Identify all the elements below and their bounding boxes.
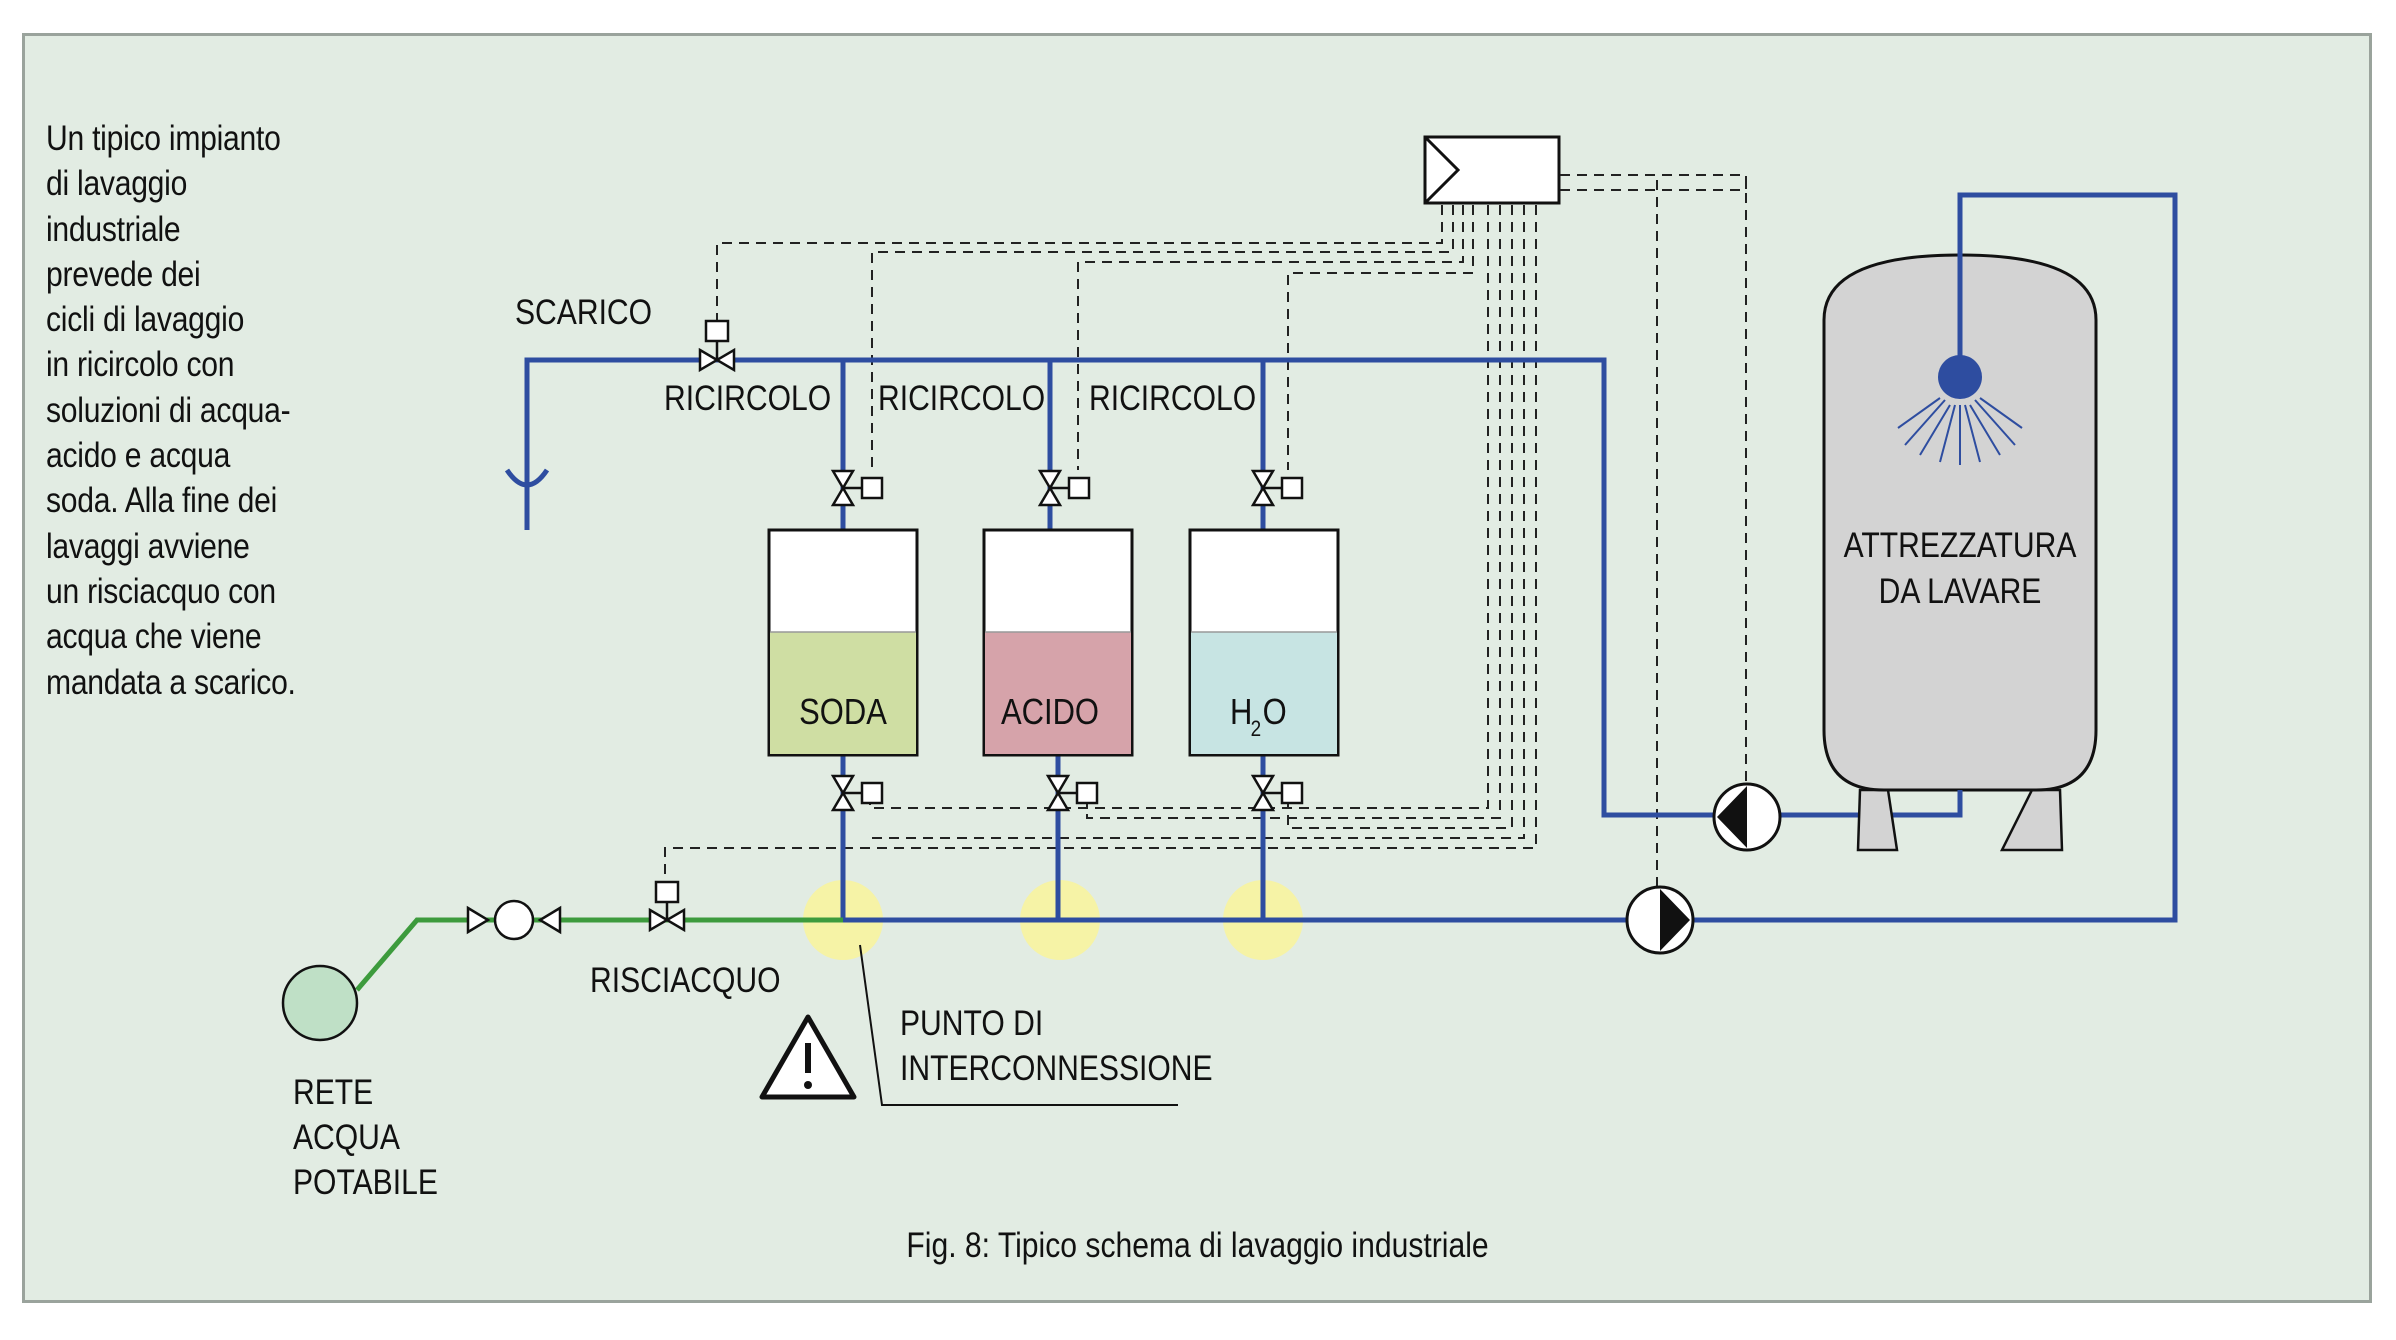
tank-acido	[982, 528, 1134, 757]
description-line: di lavaggio	[46, 164, 188, 204]
soda-top-valve-icon	[830, 469, 884, 507]
soda-bottom-valve-icon	[830, 774, 884, 812]
figure-caption: Fig. 8: Tipico schema di lavaggio indust…	[0, 1226, 2396, 1266]
risciacquo-valve-icon	[648, 880, 686, 933]
h2o-bottom-valve-icon	[1250, 774, 1304, 812]
rete-label-line2: ACQUA	[293, 1117, 400, 1157]
main-pump-icon	[1625, 885, 1695, 955]
description-line: mandata a scarico.	[46, 662, 296, 702]
interconnection-leader-line	[859, 944, 1178, 1106]
description-line: in ricircolo con	[46, 345, 235, 385]
water-supply-icon	[281, 964, 359, 1042]
description-line: acido e acqua	[46, 436, 231, 476]
punto-label-line1: PUNTO DI	[900, 1003, 1043, 1043]
equipment-vessel	[1822, 195, 2098, 852]
ricircolo-label-1: RICIRCOLO	[664, 378, 831, 418]
warning-icon	[759, 1014, 857, 1100]
tank-label-h2o-subscript: 2	[1251, 717, 1262, 742]
attrezzatura-label-line2: DA LAVARE	[1879, 571, 2042, 611]
flow-meter-icon	[466, 899, 562, 941]
ricircolo-label-2: RICIRCOLO	[878, 378, 1045, 418]
valve-icons	[648, 319, 1304, 933]
spray-nozzle-icon	[1897, 355, 2023, 465]
tank-h2o	[1188, 528, 1340, 757]
tank-soda	[767, 528, 919, 757]
description-line: lavaggi avviene	[46, 526, 250, 566]
diagram-labels: SCARICO RICIRCOLO RICIRCOLO RICIRCOLO RI…	[293, 292, 2077, 1202]
description-line: soluzioni di acqua-	[46, 390, 291, 430]
description-text: Un tipico impianto di lavaggio industria…	[46, 116, 366, 705]
tank-label-soda: SODA	[799, 693, 887, 733]
ricircolo-label-3: RICIRCOLO	[1089, 378, 1256, 418]
description-line: Un tipico impianto	[46, 119, 281, 158]
recirculation-pump-icon	[1712, 782, 1782, 852]
description-line: acqua che viene	[46, 617, 262, 657]
tank-label-h2o-h: H	[1230, 693, 1252, 733]
description-line: soda. Alla fine dei	[46, 481, 278, 521]
attrezzatura-label-line1: ATTREZZATURA	[1844, 525, 2077, 565]
description-line: industriale	[46, 209, 181, 249]
rete-label-line1: RETE	[293, 1072, 373, 1112]
tank-label-h2o: H 2 O	[1230, 693, 1287, 741]
figure-caption-text: Fig. 8: Tipico schema di lavaggio indust…	[906, 1226, 1490, 1265]
description-line: cicli di lavaggio	[46, 300, 245, 340]
ricircolo-valve-icon	[698, 319, 736, 373]
acido-top-valve-icon	[1037, 469, 1091, 507]
rete-label-line3: POTABILE	[293, 1162, 438, 1202]
control-unit	[1423, 135, 1561, 205]
acido-bottom-valve-icon	[1045, 774, 1099, 812]
h2o-top-valve-icon	[1250, 469, 1304, 507]
description-line: un risciacquo con	[46, 571, 276, 611]
tank-label-h2o-o: O	[1263, 693, 1287, 733]
tank-label-acido: ACIDO	[1001, 693, 1099, 733]
drain-icon	[504, 468, 550, 530]
scarico-label: SCARICO	[515, 292, 652, 332]
green-pipe	[355, 917, 843, 992]
punto-label-line2: INTERCONNESSIONE	[900, 1048, 1213, 1088]
risciacquo-label: RISCIACQUO	[590, 960, 781, 1000]
description-line: prevede dei	[46, 254, 201, 294]
